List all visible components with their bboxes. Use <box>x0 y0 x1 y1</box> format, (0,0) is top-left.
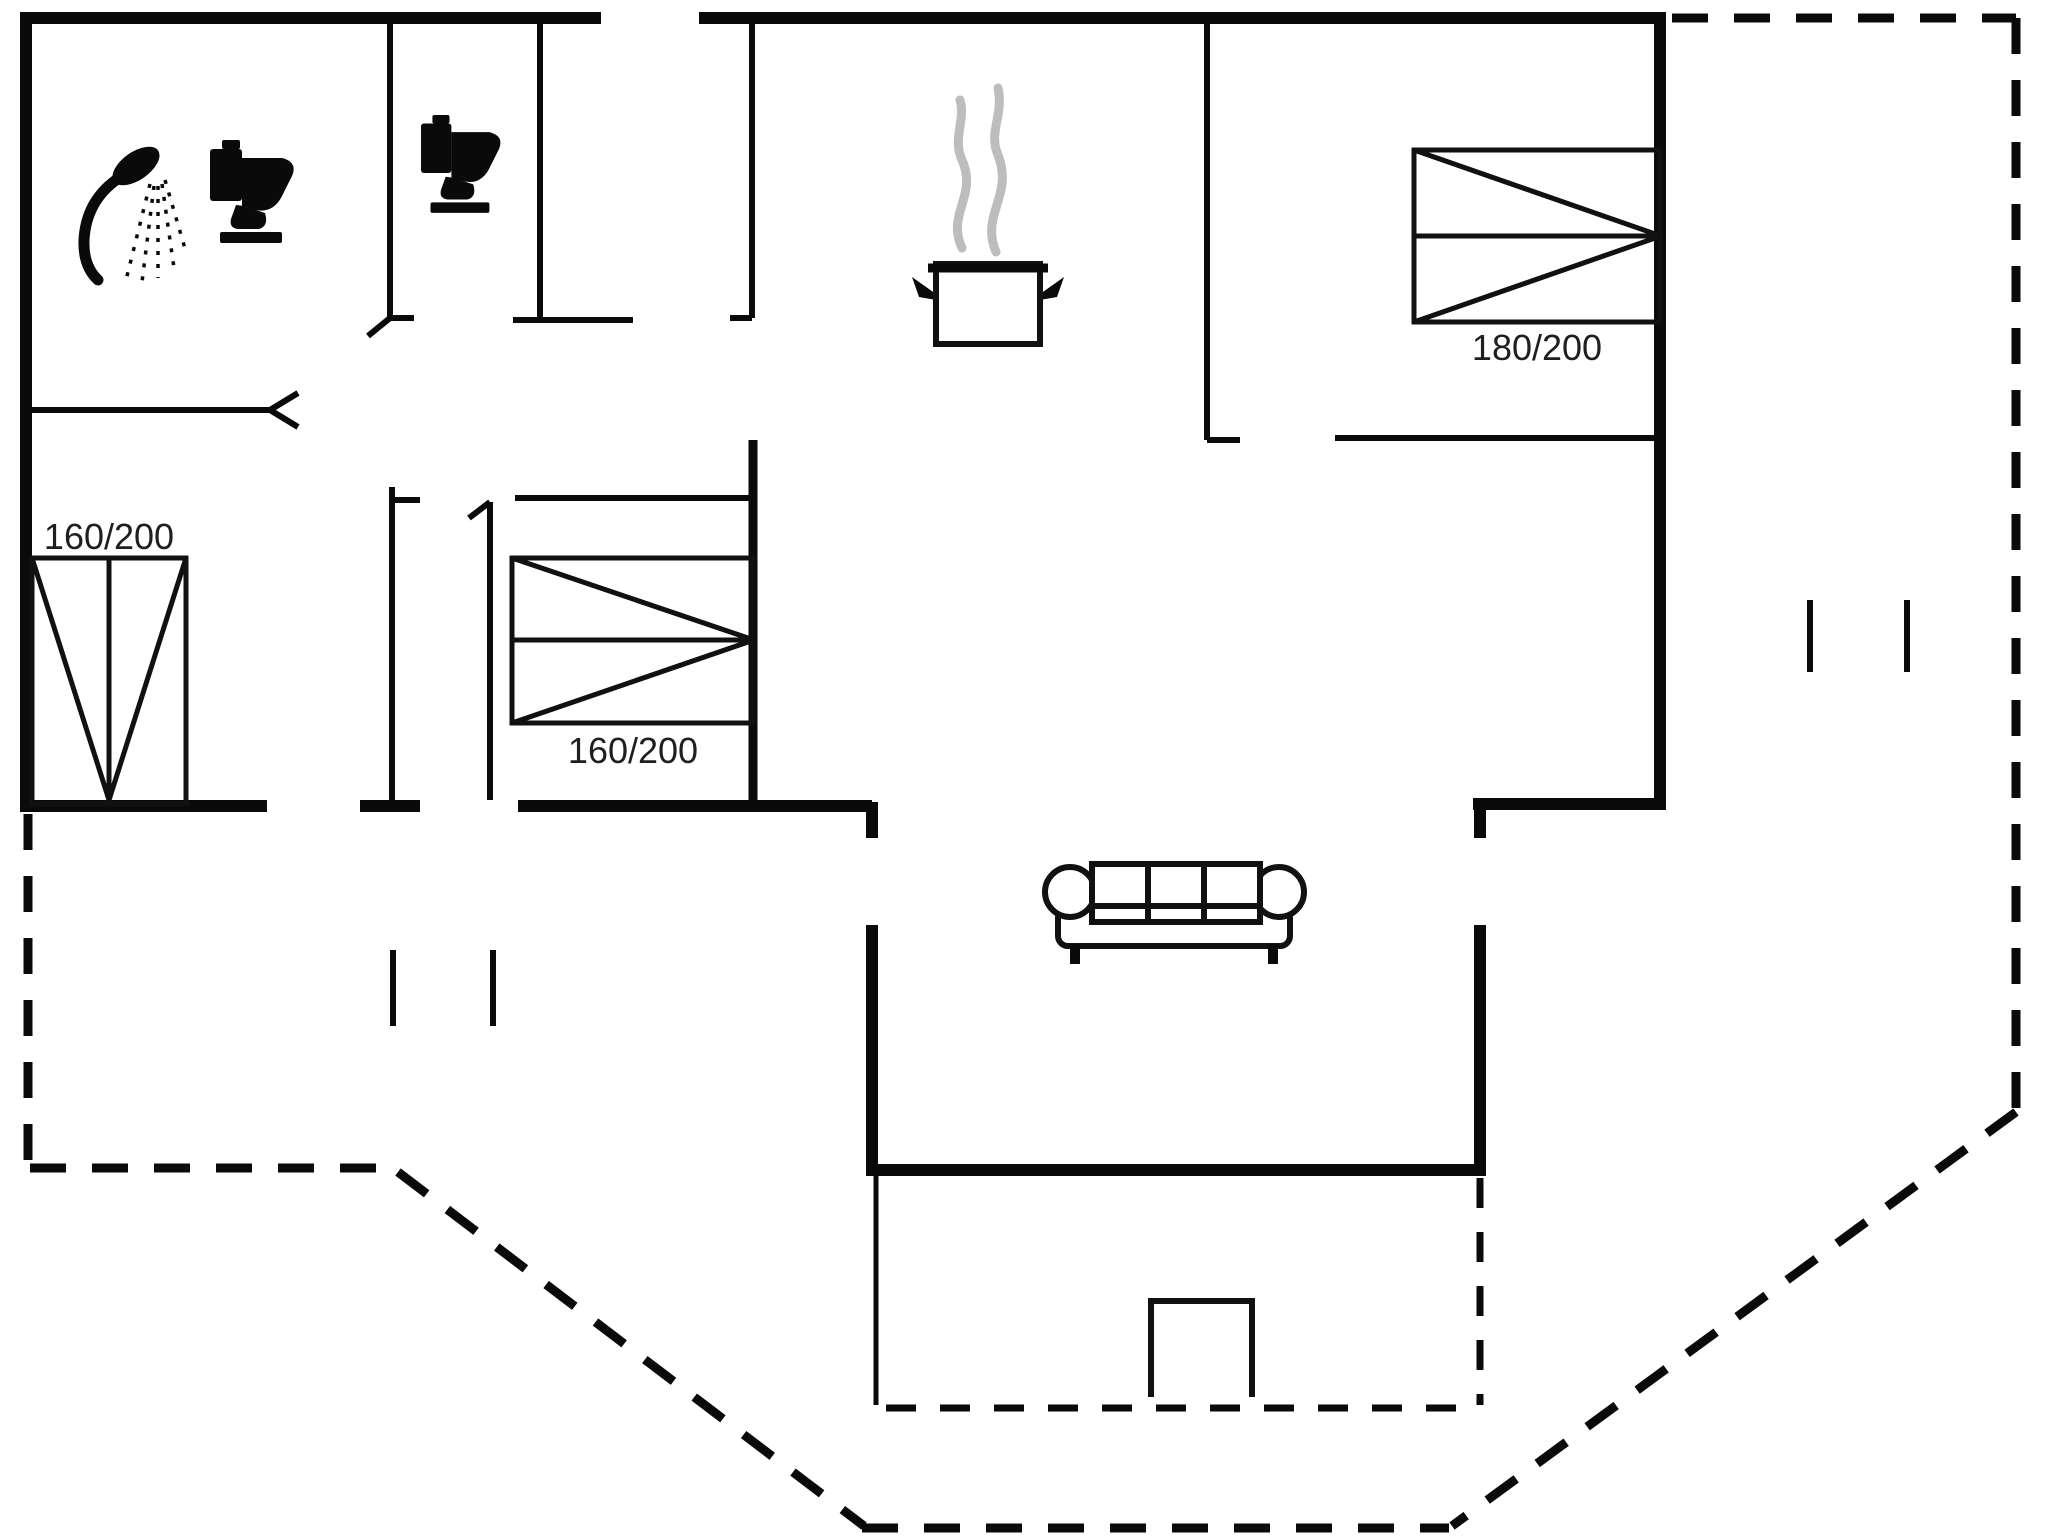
terrace-boundaries <box>23 13 2021 1533</box>
bed-size-label: 160/200 <box>568 730 698 771</box>
cooking-pot-icon <box>912 83 1064 347</box>
door-symbols <box>268 315 493 800</box>
sofa-leg <box>1268 944 1278 964</box>
bed-size-label: 180/200 <box>1472 327 1602 368</box>
garden-table-icon <box>1148 1298 1255 1397</box>
toilet-icon <box>421 115 501 213</box>
sofa-icon <box>1042 861 1307 964</box>
terrace-post-marks <box>390 600 1910 1026</box>
bathroom-door-tick <box>366 315 392 339</box>
pot-body <box>933 261 1043 347</box>
bed-diagonal <box>1413 147 1659 238</box>
sofa-arm-left <box>1042 864 1098 920</box>
bed-diagonal <box>29 557 112 801</box>
bed-diagonal <box>1413 234 1659 325</box>
terrace-diagonal-right <box>1449 1108 2019 1530</box>
bed-size-label: 160/200 <box>44 516 174 557</box>
double-bed-top-right: 180/200 <box>1411 147 1663 368</box>
double-bed-left: 160/200 <box>29 516 189 807</box>
bed-diagonal <box>511 638 752 726</box>
door-swing-arrow <box>268 390 300 430</box>
sofa-leg <box>1070 944 1080 964</box>
steam-icon <box>952 83 1007 257</box>
bed-diagonal <box>511 555 752 642</box>
shower-icon <box>78 146 188 286</box>
terrace-diagonal-left <box>395 1168 867 1530</box>
pot-handle-left <box>912 277 936 300</box>
sofa-cushions <box>1089 861 1263 925</box>
bedroom2-door-tick <box>467 499 492 521</box>
double-bed-middle: 160/200 <box>509 555 756 771</box>
toilet-icon <box>210 140 294 243</box>
pot-handle-right <box>1040 277 1064 300</box>
bed-diagonal <box>106 557 189 801</box>
